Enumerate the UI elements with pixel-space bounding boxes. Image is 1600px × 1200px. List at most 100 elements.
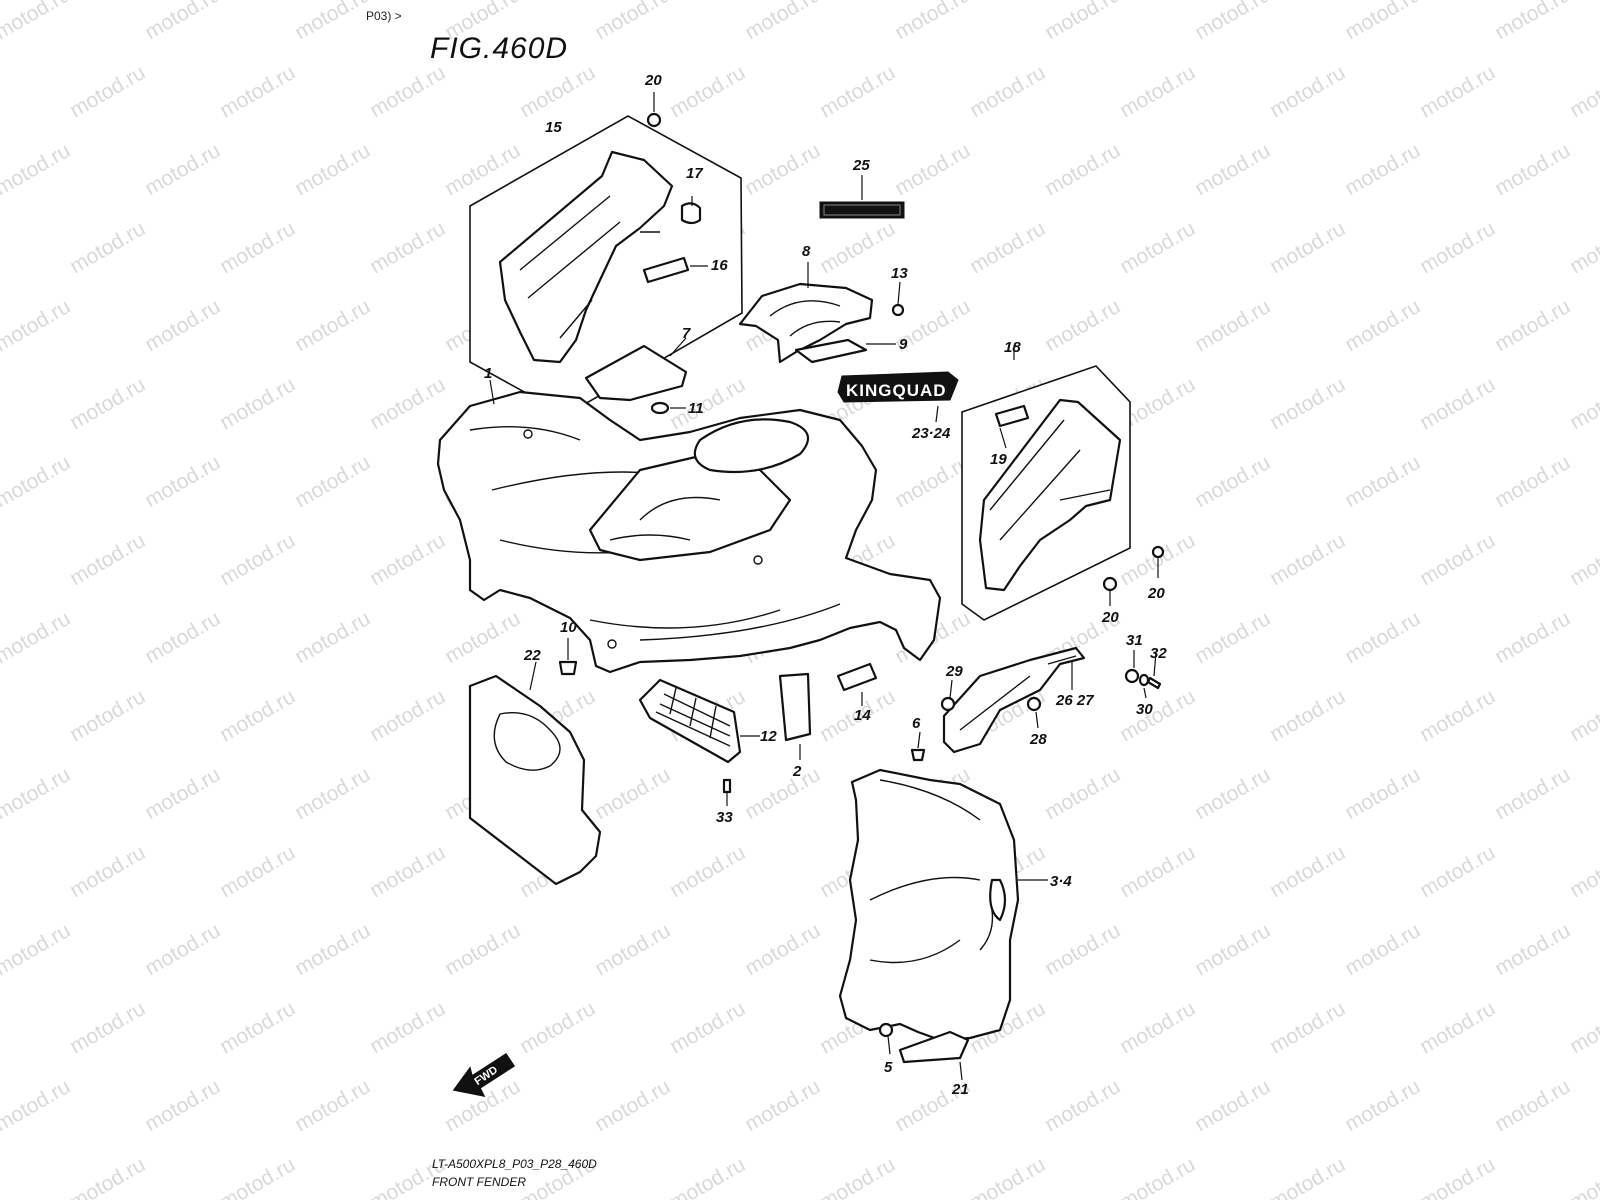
callout-9[interactable]: 9 xyxy=(899,336,908,353)
watermark-text: motod.ru xyxy=(1266,61,1349,122)
watermark-text: motod.ru xyxy=(1566,685,1600,746)
watermark-text: motod.ru xyxy=(741,0,824,44)
callout-16[interactable]: 16 xyxy=(711,257,728,274)
watermark-text: motod.ru xyxy=(216,61,299,122)
callout-31[interactable]: 31 xyxy=(1126,632,1143,649)
watermark-text: motod.ru xyxy=(366,685,449,746)
callout-20-mid[interactable]: 20 xyxy=(1101,609,1119,626)
callout-19[interactable]: 19 xyxy=(990,451,1007,468)
callout-10[interactable]: 10 xyxy=(560,619,577,636)
watermark-text: motod.ru xyxy=(291,607,374,668)
watermark-text: motod.ru xyxy=(591,1075,674,1136)
watermark-text: motod.ru xyxy=(1566,841,1600,902)
watermark-text: motod.ru xyxy=(366,61,449,122)
callout-30[interactable]: 30 xyxy=(1136,701,1153,718)
callout-20-top[interactable]: 20 xyxy=(644,72,662,89)
watermark-text: motod.ru xyxy=(0,0,74,44)
watermark-text: motod.ru xyxy=(66,841,149,902)
watermark-text: motod.ru xyxy=(66,373,149,434)
callout-29[interactable]: 29 xyxy=(945,663,963,680)
model-code: LT-A500XPL8_P03_P28_460D xyxy=(432,1157,597,1171)
watermark-text: motod.ru xyxy=(1341,763,1424,824)
callout-12[interactable]: 12 xyxy=(760,728,777,745)
callout-2[interactable]: 2 xyxy=(792,763,802,780)
callout-11[interactable]: 11 xyxy=(688,400,704,417)
watermark-text: motod.ru xyxy=(1416,61,1499,122)
watermark-text: motod.ru xyxy=(141,607,224,668)
watermark-text: motod.ru xyxy=(1116,841,1199,902)
watermark-text: motod.ru xyxy=(141,0,224,44)
watermark-text: motod.ru xyxy=(816,1153,899,1200)
breadcrumb[interactable]: P03) > xyxy=(366,9,402,23)
part-14-pad xyxy=(836,662,878,706)
callout-22[interactable]: 22 xyxy=(523,647,541,664)
watermark-text: motod.ru xyxy=(1191,1075,1274,1136)
figure-caption: FRONT FENDER xyxy=(432,1175,526,1189)
watermark-text: motod.ru xyxy=(366,373,449,434)
callout-13[interactable]: 13 xyxy=(891,265,908,282)
watermark-text: motod.ru xyxy=(591,919,674,980)
watermark-text: motod.ru xyxy=(1416,529,1499,590)
watermark-text: motod.ru xyxy=(741,919,824,980)
watermark-text: motod.ru xyxy=(66,1153,149,1200)
watermark-text: motod.ru xyxy=(1491,0,1574,44)
watermark-text: motod.ru xyxy=(1116,997,1199,1058)
callout-28[interactable]: 28 xyxy=(1029,731,1047,748)
part-21-pad xyxy=(898,1030,970,1081)
callout-17[interactable]: 17 xyxy=(686,165,703,182)
callout-25[interactable]: 25 xyxy=(852,157,870,174)
watermark-text: motod.ru xyxy=(1191,0,1274,44)
watermark-text: motod.ru xyxy=(141,919,224,980)
callout-18[interactable]: 18 xyxy=(1004,339,1021,356)
watermark-text: motod.ru xyxy=(366,997,449,1058)
part-17-grommet xyxy=(680,202,702,225)
watermark-text: motod.ru xyxy=(1266,529,1349,590)
part-26-27-bracket xyxy=(942,646,1086,754)
callout-1[interactable]: 1 xyxy=(484,365,492,382)
part-20-bolt-mid xyxy=(1102,576,1118,606)
watermark-text: motod.ru xyxy=(291,139,374,200)
watermark-text: motod.ru xyxy=(1266,685,1349,746)
watermark-text: motod.ru xyxy=(0,451,74,512)
part-28-bolt xyxy=(1026,696,1042,729)
watermark-text: motod.ru xyxy=(1416,841,1499,902)
figure-title: FIG.460D xyxy=(430,32,568,65)
callout-5[interactable]: 5 xyxy=(884,1059,893,1076)
watermark-text: motod.ru xyxy=(216,373,299,434)
watermark-text: motod.ru xyxy=(1566,373,1600,434)
callout-23-24[interactable]: 23·24 xyxy=(911,425,951,442)
part-15-side-cover xyxy=(498,150,674,364)
part-19-pad xyxy=(994,404,1030,428)
callout-32[interactable]: 32 xyxy=(1150,645,1167,662)
watermark-text: motod.ru xyxy=(1191,139,1274,200)
watermark-text: motod.ru xyxy=(366,529,449,590)
watermark-text: motod.ru xyxy=(516,997,599,1058)
watermark-text: motod.ru xyxy=(1416,217,1499,278)
watermark-text: motod.ru xyxy=(1416,1153,1499,1200)
callout-6[interactable]: 6 xyxy=(912,715,921,732)
callout-26-27[interactable]: 26 27 xyxy=(1055,692,1094,709)
part-3-4-inner-fender xyxy=(838,768,1048,1042)
watermark-text: motod.ru xyxy=(1341,139,1424,200)
callout-14[interactable]: 14 xyxy=(854,707,871,724)
watermark-text: motod.ru xyxy=(216,529,299,590)
watermark-text: motod.ru xyxy=(1341,295,1424,356)
watermark-text: motod.ru xyxy=(891,139,974,200)
callout-21[interactable]: 21 xyxy=(951,1081,969,1098)
watermark-text: motod.ru xyxy=(1266,997,1349,1058)
watermark-text: motod.ru xyxy=(666,1153,749,1200)
callout-15[interactable]: 15 xyxy=(545,119,562,136)
callout-8[interactable]: 8 xyxy=(802,243,811,260)
watermark-text: motod.ru xyxy=(666,61,749,122)
watermark-text: motod.ru xyxy=(1191,451,1274,512)
callout-3-4[interactable]: 3·4 xyxy=(1050,873,1072,890)
watermark-text: motod.ru xyxy=(1116,217,1199,278)
part-18-side-cover xyxy=(978,398,1122,592)
watermark-text: motod.ru xyxy=(1341,451,1424,512)
watermark-text: motod.ru xyxy=(141,139,224,200)
watermark-text: motod.ru xyxy=(66,217,149,278)
callout-20-right[interactable]: 20 xyxy=(1147,585,1165,602)
callout-7[interactable]: 7 xyxy=(682,325,691,342)
callout-33[interactable]: 33 xyxy=(716,809,733,826)
watermark-text: motod.ru xyxy=(1491,1075,1574,1136)
